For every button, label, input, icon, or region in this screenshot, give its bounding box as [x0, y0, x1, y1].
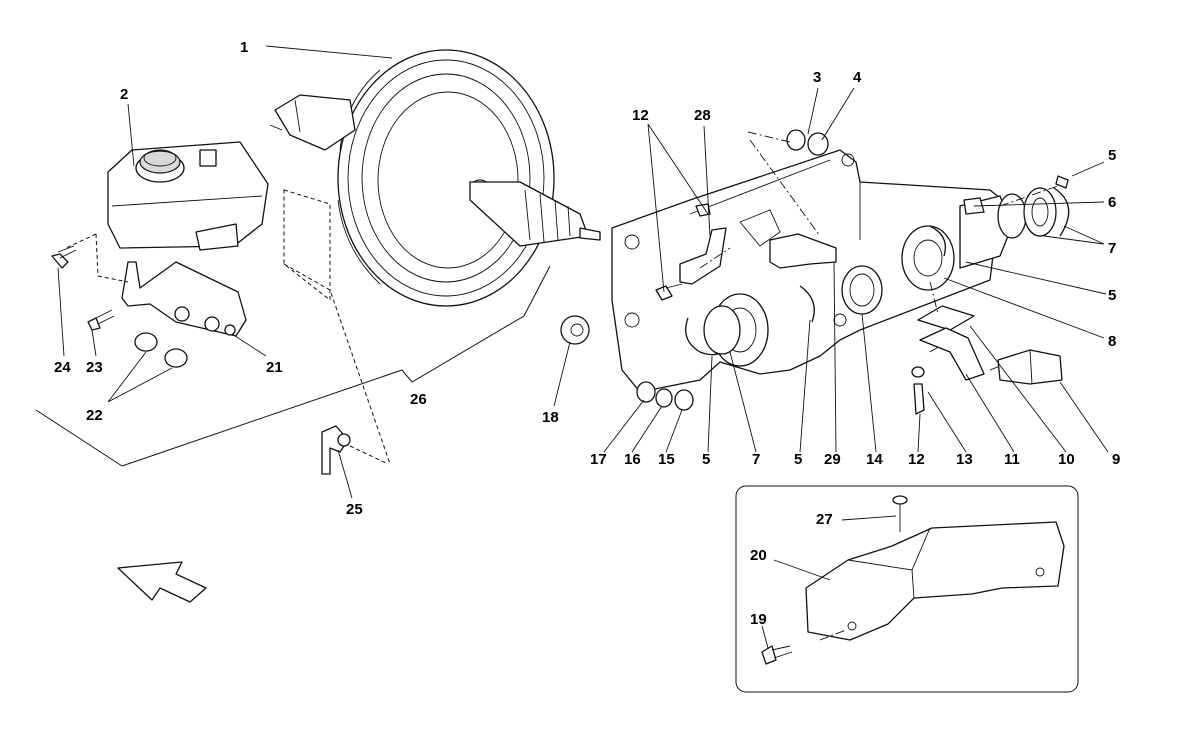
callout-21: 21: [266, 359, 283, 376]
callout-29: 29: [824, 451, 841, 468]
callout-5: 5: [794, 451, 802, 468]
bracket-29: [769, 233, 837, 269]
fitting-25: [321, 425, 351, 475]
bracket-11: [919, 327, 985, 381]
screw-19: [761, 645, 793, 665]
bracket-28: [679, 227, 727, 285]
grommet-18: [560, 315, 590, 345]
callout-10: 10: [1058, 451, 1075, 468]
callout-8: 8: [1108, 333, 1116, 350]
switch-9: [997, 349, 1063, 385]
bearing-7: [703, 305, 741, 355]
fluid-reservoir: [107, 141, 269, 251]
leader-lines: [57, 45, 1109, 649]
callout-7: 7: [752, 451, 760, 468]
callout-13: 13: [956, 451, 973, 468]
nut-washer-3-4: [786, 129, 829, 156]
assembly-lines: [65, 131, 1059, 641]
bolt-12: [655, 203, 711, 301]
callout-15: 15: [658, 451, 675, 468]
callout-7: 7: [1108, 240, 1116, 257]
callout-18: 18: [542, 409, 559, 426]
callout-26: 26: [410, 391, 427, 408]
callout-19: 19: [750, 611, 767, 628]
callout-labels: 1 2 3 4 5 6 7 5 8 9 10 11 13 12 14 29 5 …: [54, 39, 1120, 628]
bolt-24: [51, 245, 77, 269]
bolt-23: [87, 309, 115, 331]
seal-14: [841, 265, 883, 315]
callout-28: 28: [694, 107, 711, 124]
callout-24: 24: [54, 359, 71, 376]
callout-14: 14: [866, 451, 883, 468]
pedal-cover-20: [805, 521, 1065, 641]
callout-27: 27: [816, 511, 833, 528]
bushings-22: [134, 332, 188, 368]
rivet-27: [892, 495, 908, 532]
callout-16: 16: [624, 451, 641, 468]
callout-12: 12: [908, 451, 925, 468]
callout-25: 25: [346, 501, 363, 518]
callout-1: 1: [240, 39, 248, 56]
callout-22: 22: [86, 407, 103, 424]
callout-11: 11: [1004, 451, 1020, 468]
callout-5: 5: [1108, 287, 1116, 304]
reservoir-bracket: [121, 261, 247, 337]
screw-12-13: [911, 366, 925, 415]
callout-6: 6: [1108, 194, 1116, 211]
brake-booster: [269, 49, 601, 307]
group-line-26: [35, 265, 551, 467]
callout-3: 3: [813, 69, 821, 86]
washers-15-17: [636, 381, 694, 411]
direction-arrow-icon: [117, 561, 207, 603]
callout-2: 2: [120, 86, 128, 103]
callout-12: 12: [632, 107, 649, 124]
callout-5: 5: [1108, 147, 1116, 164]
callout-9: 9: [1112, 451, 1120, 468]
callout-5: 5: [702, 451, 710, 468]
callout-20: 20: [750, 547, 767, 564]
callout-23: 23: [86, 359, 103, 376]
plate-10: [917, 305, 975, 331]
callout-17: 17: [590, 451, 607, 468]
callout-4: 4: [853, 69, 862, 86]
